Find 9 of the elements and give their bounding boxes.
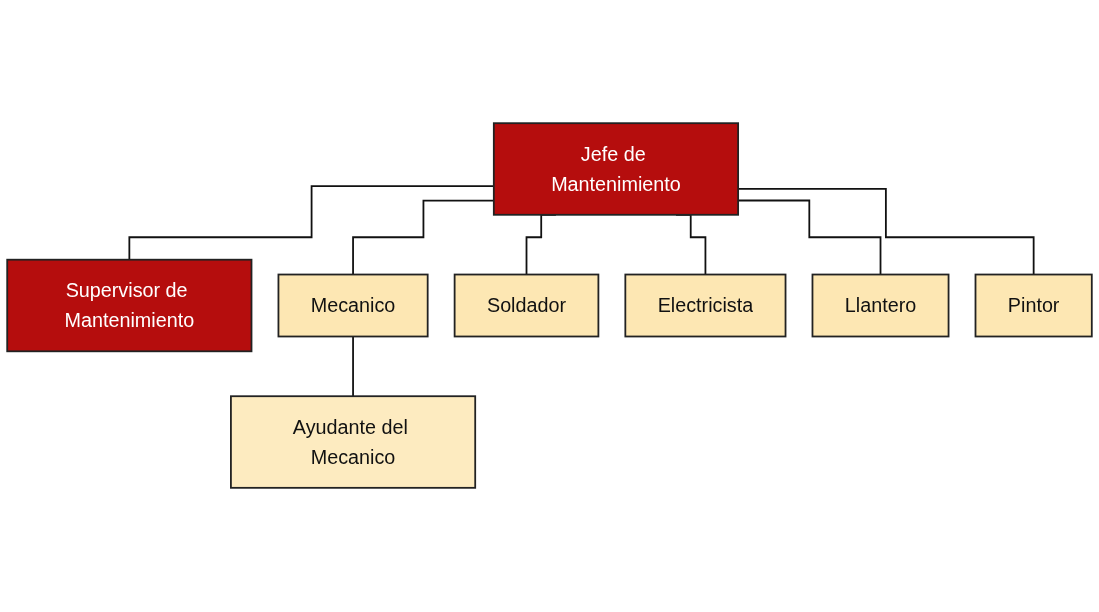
node-box: Electricista	[624, 274, 787, 338]
node-box: Soldador	[453, 274, 600, 338]
node-box: Mecanico	[277, 274, 429, 338]
connector	[352, 336, 354, 398]
node-box: Supervisor de Mantenimiento	[6, 259, 253, 353]
node-box: Pintor	[974, 274, 1093, 338]
node-box: Jefe de Mantenimiento	[492, 122, 739, 217]
node-box: Llantero	[811, 274, 950, 338]
node-box: Ayudante del Mecanico	[230, 395, 477, 490]
